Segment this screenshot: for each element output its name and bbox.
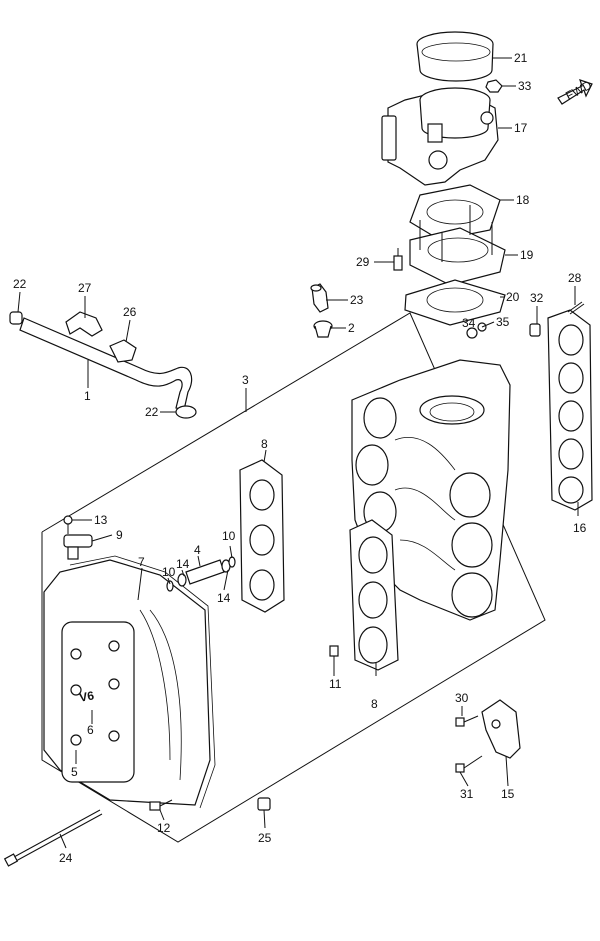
bolt-30-icon [455,715,479,727]
callout-25: 25 [258,831,272,845]
callout-6: 6 [87,723,94,737]
callout-29: 29 [356,255,370,269]
callout-14-right: 14 [217,591,231,605]
grommet-icon [313,320,333,338]
bolt-33-icon [485,79,503,93]
fwd-label: FWD [563,78,594,103]
hose-clip-22b-icon [175,405,197,419]
callout-33: 33 [518,79,532,93]
connector-pipe [177,559,231,587]
breather-fitting [310,283,329,313]
callout-4: 4 [194,543,201,557]
screw-13-icon [63,515,73,534]
hose-clamp-27 [65,311,103,337]
callout-7: 7 [138,555,145,569]
assembly-frame [41,312,546,843]
fwd-arrow-icon: FWD [557,78,594,105]
o-ring-10b-icon [228,556,236,568]
callout-19: 19 [520,248,534,262]
callout-27: 27 [78,281,92,295]
nut-34-35-icon [466,322,487,339]
hose-clip-22a-icon [9,311,23,325]
callout-5: 5 [71,765,78,779]
callout-15: 15 [501,787,515,801]
callout-24: 24 [59,851,73,865]
throttle-adapter [409,205,506,286]
callout-20: 20 [506,290,520,304]
intake-silencer: V6 [43,559,211,806]
callout-22-top: 22 [13,277,27,291]
callout-18: 18 [516,193,530,207]
callout-34: 34 [462,316,476,330]
breather-hose [19,317,193,411]
callout-10-left: 10 [162,565,176,579]
callout-35: 35 [496,315,510,329]
long-bolt-24-icon [3,809,103,867]
callout-31: 31 [460,787,474,801]
callout-26: 26 [123,305,137,319]
callout-11: 11 [329,677,342,691]
callout-8-lower: 8 [371,697,378,711]
o-ring-10a-icon [166,580,174,592]
callout-16: 16 [573,521,587,535]
throttle-gasket [409,184,501,241]
bracket-15 [481,699,521,759]
callout-23: 23 [350,293,364,307]
adapter-gasket [404,279,506,326]
callout-10-right: 10 [222,529,236,543]
silencer-seal [69,555,216,809]
leader-lines [17,57,579,849]
callout-12: 12 [157,821,171,835]
callout-9: 9 [116,528,123,542]
callout-17: 17 [514,121,528,135]
callout-28: 28 [568,271,582,285]
callout-2: 2 [348,321,355,335]
callout-30: 30 [455,691,469,705]
silencer-badge: V6 [78,688,95,704]
callout-3: 3 [242,373,249,387]
callout-14-left: 14 [176,557,190,571]
bolt-31-icon [455,755,483,773]
stud-28-icon [567,301,585,315]
sensor-9 [63,534,93,560]
dowel-32-icon [529,323,541,337]
callout-22-bottom: 22 [145,405,159,419]
callout-32: 32 [530,291,544,305]
throttle-seal-ring [416,31,494,82]
callout-labels: 21 33 17 18 19 29 20 23 2 34 35 28 32 22… [13,51,587,865]
callout-8-upper: 8 [261,437,268,451]
callout-13: 13 [94,513,108,527]
manifold-gasket-8a [239,459,285,613]
callout-1: 1 [84,389,91,403]
bolt-29-icon [393,248,403,271]
hose-clamp-26 [109,339,137,363]
callout-21: 21 [514,51,528,65]
bolt-12-icon [149,799,173,811]
bolt-11-icon [329,645,339,664]
manifold-gasket-16 [547,309,593,511]
plug-25-icon [257,797,271,811]
manifold-gasket-8b [349,519,399,671]
throttle-body [381,87,499,186]
